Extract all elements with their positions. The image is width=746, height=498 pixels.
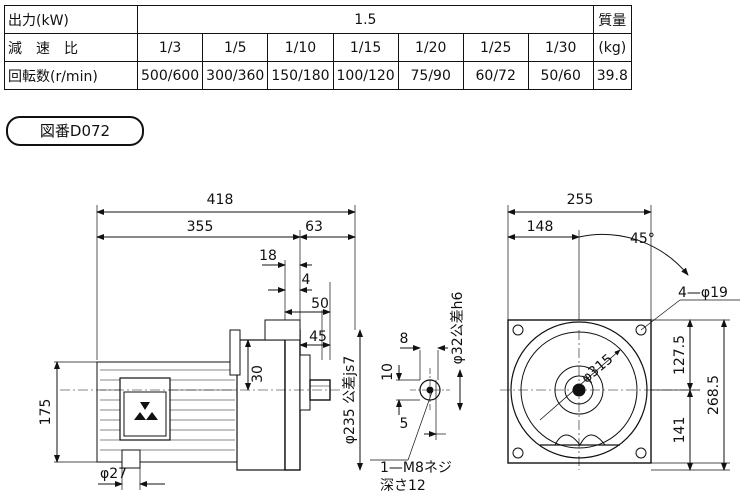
drawing-number-badge: 図番D072 [6,116,144,146]
shaft-detail [370,345,463,461]
speed-cell: 100/120 [332,61,399,90]
dim-holes: 4—φ19 [678,285,728,301]
speed-cell: 150/180 [267,61,334,90]
ratio-cell: 1/10 [267,33,334,62]
dim-45: 45 [309,329,327,345]
ratio-row: 減速比 1/3 1/5 1/10 1/15 1/20 1/25 1/30 (kg… [4,33,632,62]
dim-8: 8 [400,331,409,347]
ratio-cell: 1/15 [332,33,399,62]
speed-cell: 60/72 [462,61,529,90]
dim-18: 18 [259,248,277,264]
mass-value: 39.8 [592,61,632,90]
dim-63: 63 [305,219,323,235]
mass-unit: (kg) [592,33,632,62]
tap-spec: 1—M8ネジ [380,460,452,476]
output-row: 出力(kW) 1.5 質量 [4,5,632,34]
dim-width: 255 [567,192,594,208]
dim-angle: 45° [630,231,655,247]
speed-cell: 75/90 [397,61,464,90]
ratio-label: 減速比 [4,33,138,62]
speed-row: 回転数(r/min) 500/600 300/360 150/180 100/1… [4,61,632,90]
dim-total-length: 418 [207,192,234,208]
dim-127-5: 127.5 [672,335,688,375]
output-label: 出力(kW) [4,5,138,34]
dim-30: 30 [250,365,266,383]
ratio-cell: 1/20 [397,33,464,62]
dim-355: 355 [187,219,214,235]
dim-50: 50 [311,296,329,312]
dim-148: 148 [527,219,554,235]
dim-10: 10 [380,363,396,381]
front-view [500,205,740,471]
speed-label: 回転数(r/min) [4,61,138,90]
ratio-cell: 1/30 [527,33,594,62]
spec-table: 出力(kW) 1.5 質量 減速比 1/3 1/5 1/10 1/15 1/20… [4,5,632,90]
side-view [54,205,363,490]
dim-shaft-dia: φ32公差h6 [450,291,466,364]
dim-141: 141 [672,417,688,444]
dim-268-5: 268.5 [706,375,722,415]
speed-cell: 300/360 [202,61,269,90]
speed-cell: 50/60 [527,61,594,90]
tap-depth: 深さ12 [380,478,426,494]
dim-4: 4 [302,272,311,288]
dim-phi27: φ27 [100,466,127,482]
ratio-cell: 1/25 [462,33,529,62]
dim-175: 175 [38,399,54,426]
dim-5: 5 [400,416,409,432]
output-value: 1.5 [137,5,594,34]
speed-cell: 500/600 [136,61,204,90]
dim-flange-dia: φ235 公差js7 [342,356,358,445]
